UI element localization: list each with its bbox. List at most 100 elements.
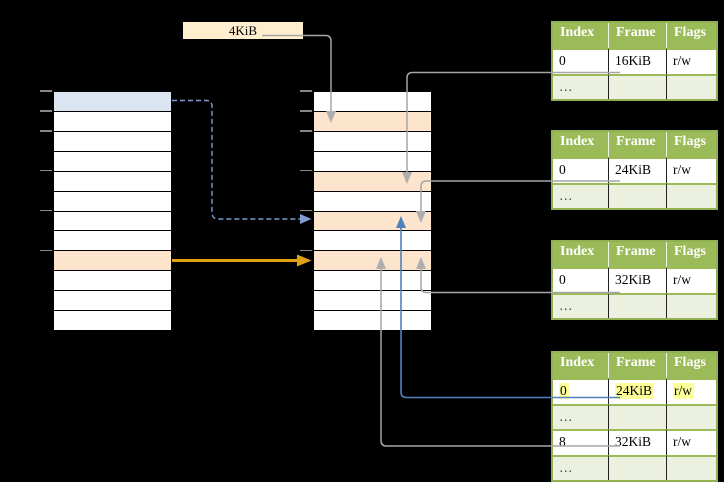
page-table-1-row-0-cell-2: r/w	[667, 48, 716, 74]
physical-memory-column	[313, 91, 432, 331]
physical-memory-row-10	[314, 291, 431, 312]
page-table-4-row-2-cell-1: 32KiB	[609, 429, 667, 455]
cell-value: …	[559, 187, 573, 203]
cell-value: r/w	[673, 162, 691, 177]
physical-memory-row-3	[314, 151, 431, 172]
page-table-2-row-0-cell-1: 24KiB	[609, 157, 667, 183]
page-table-3-row-0-cell-1: 32KiB	[609, 267, 667, 293]
highlighted-value: 24KiB	[615, 383, 655, 399]
cell-value: 0	[559, 162, 566, 177]
cell-value: …	[559, 78, 573, 94]
page-table-1-header-frame: Frame	[609, 23, 667, 48]
cell-value: …	[559, 408, 573, 424]
page-table-2-row-1-cell-0: …	[553, 182, 609, 208]
virtual-memory-row-1	[54, 111, 171, 132]
page-table-4-header-index: Index	[553, 353, 609, 378]
arrow-virtual-page-solid	[172, 254, 312, 267]
cell-value: 8	[559, 434, 566, 449]
page-table-3-header-flags: Flags	[667, 242, 716, 267]
virtual-memory-row-5	[54, 191, 171, 212]
virtual-address-tick	[40, 169, 52, 172]
cell-value: …	[559, 297, 573, 313]
page-size-label: 4KiB	[183, 22, 303, 39]
page-table-3-row-1-cell-1	[609, 292, 667, 318]
page-table-4-row-3-cell-1	[609, 454, 667, 480]
arrow-virtual-page-dashed	[172, 99, 312, 224]
physical-memory-row-1	[314, 111, 431, 132]
virtual-memory-row-10	[54, 291, 171, 312]
page-table-2-row-1-cell-1	[609, 182, 667, 208]
virtual-memory-row-3	[54, 151, 171, 172]
virtual-memory-row-8	[54, 251, 171, 272]
cell-value: 16KiB	[615, 53, 652, 68]
physical-address-tick	[300, 209, 312, 212]
page-table-4-row-1-cell-1	[609, 403, 667, 429]
virtual-memory-row-0	[54, 92, 171, 112]
virtual-address-tick	[40, 249, 52, 252]
page-table-4-row-2-cell-2: r/w	[667, 429, 716, 455]
page-table-4-row-1-cell-2	[667, 403, 716, 429]
virtual-memory-row-2	[54, 131, 171, 152]
physical-memory-row-11	[314, 311, 431, 331]
virtual-address-tick	[40, 90, 52, 92]
physical-address-tick	[300, 249, 312, 252]
virtual-memory-row-4	[54, 171, 171, 192]
cell-value: 32KiB	[615, 272, 652, 287]
physical-memory-row-5	[314, 191, 431, 212]
page-table-4-header-frame: Frame	[609, 353, 667, 378]
page-table-1-header-index: Index	[553, 23, 609, 48]
page-table-4-row-3-cell-0: …	[553, 454, 609, 480]
page-table-1-row-1-cell-0: …	[553, 73, 609, 99]
page-table-4-row-0-cell-1: 24KiB	[609, 378, 667, 404]
physical-address-tick	[300, 130, 312, 132]
page-table-4-row-0-cell-2: r/w	[667, 378, 716, 404]
cell-value: r/w	[673, 53, 691, 68]
page-table-3-header-index: Index	[553, 242, 609, 267]
virtual-address-tick	[40, 209, 52, 212]
virtual-memory-column	[53, 91, 172, 331]
highlighted-value: r/w	[673, 383, 694, 399]
physical-memory-row-8	[314, 251, 431, 272]
physical-memory-row-6	[314, 211, 431, 232]
page-table-3-row-0-cell-0: 0	[553, 267, 609, 293]
cell-value: r/w	[673, 272, 691, 287]
page-table-1-row-0-cell-0: 0	[553, 48, 609, 74]
physical-memory-row-0	[314, 92, 431, 112]
physical-memory-row-7	[314, 231, 431, 252]
page-table-4-row-1-cell-0: …	[553, 403, 609, 429]
page-table-2-row-0-cell-2: r/w	[667, 157, 716, 183]
page-table-1-header-flags: Flags	[667, 23, 716, 48]
cell-value: 0	[559, 272, 566, 287]
physical-memory-row-2	[314, 131, 431, 152]
virtual-memory-row-7	[54, 231, 171, 252]
page-table-2-header-frame: Frame	[609, 132, 667, 157]
cell-value: 0	[559, 53, 566, 68]
virtual-address-tick	[40, 130, 52, 132]
cell-value: 24KiB	[615, 162, 652, 177]
highlighted-value: 0	[559, 383, 569, 399]
page-table-1-row-1-cell-2	[667, 73, 716, 99]
page-table-4-header-flags: Flags	[667, 353, 716, 378]
cell-value: 32KiB	[615, 434, 652, 449]
physical-memory-row-9	[314, 271, 431, 292]
cell-value: r/w	[673, 434, 691, 449]
page-table-3-row-0-cell-2: r/w	[667, 267, 716, 293]
virtual-address-tick	[40, 110, 52, 112]
page-table-3-header-frame: Frame	[609, 242, 667, 267]
page-table-3-row-1-cell-0: …	[553, 292, 609, 318]
page-table-2-header-flags: Flags	[667, 132, 716, 157]
physical-memory-row-4	[314, 171, 431, 192]
page-table-2-header-index: Index	[553, 132, 609, 157]
page-table-1-row-0-cell-1: 16KiB	[609, 48, 667, 74]
page-table-4-row-3-cell-2	[667, 454, 716, 480]
page-table-3-row-1-cell-2	[667, 292, 716, 318]
physical-address-tick	[300, 110, 312, 112]
page-table-4-row-0-cell-0: 0	[553, 378, 609, 404]
virtual-memory-row-6	[54, 211, 171, 232]
page-table-4-row-2-cell-0: 8	[553, 429, 609, 455]
